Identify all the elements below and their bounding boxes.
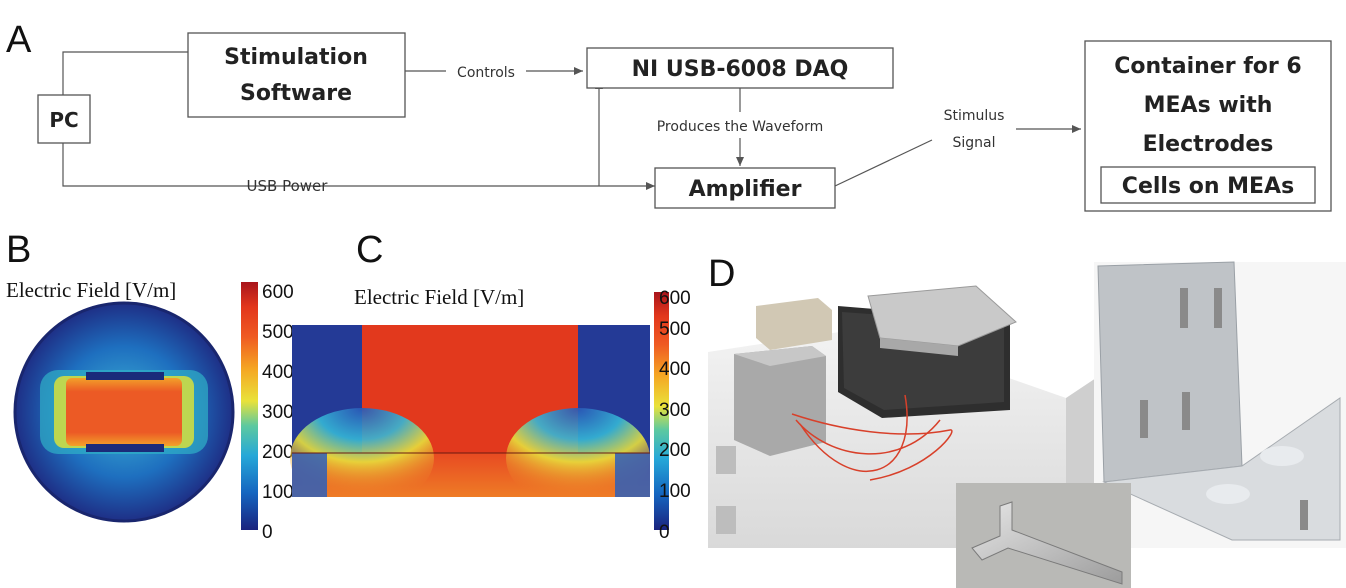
pc-box bbox=[37, 94, 91, 144]
controls-label: Controls bbox=[457, 65, 515, 81]
amp-stimulus-line bbox=[834, 139, 933, 187]
software-label-line1: Stimulation bbox=[224, 45, 368, 70]
pc-label: PC bbox=[49, 108, 78, 132]
stimulus-label-line2: Signal bbox=[952, 135, 995, 151]
container-label-line3: Electrodes bbox=[1143, 132, 1274, 157]
software-label-line2: Software bbox=[240, 81, 352, 106]
usb-power-label: USB Power bbox=[247, 177, 329, 195]
panel-b-tick: 200 bbox=[262, 442, 294, 463]
panel-a-label: A bbox=[6, 19, 32, 61]
cells-on-meas-box bbox=[1100, 166, 1316, 204]
panel-c-label: C bbox=[356, 229, 383, 271]
daq-box bbox=[586, 47, 894, 89]
panel-b-tick: 400 bbox=[262, 362, 294, 383]
panel-c-field-simulation bbox=[290, 325, 650, 508]
panel-b-tick: 600 bbox=[262, 282, 294, 303]
panel-c-tick: 100 bbox=[659, 481, 691, 502]
panel-b-tick: 0 bbox=[262, 522, 273, 543]
container-label-line1: Container for 6 bbox=[1114, 54, 1301, 79]
cells-on-meas-label: Cells on MEAs bbox=[1122, 174, 1294, 199]
panel-d-photo-right bbox=[1094, 261, 1346, 548]
panel-c-tick: 0 bbox=[659, 522, 670, 543]
panel-b-field-simulation bbox=[13, 301, 235, 523]
panel-c-colorbar-ticks: 600 500 400 300 200 100 0 bbox=[659, 288, 691, 543]
stimulus-label-line1: Stimulus bbox=[944, 108, 1005, 124]
stimulation-software-box bbox=[187, 32, 406, 118]
panel-c-tick: 200 bbox=[659, 440, 691, 461]
panel-c-tick: 400 bbox=[659, 359, 691, 380]
pc-to-software-line bbox=[62, 51, 188, 95]
usb-power-line bbox=[62, 143, 655, 190]
panel-b-colorbar bbox=[241, 282, 258, 530]
panel-d-label: D bbox=[708, 253, 735, 295]
amplifier-box bbox=[654, 167, 836, 209]
panel-c-title: Electric Field [V/m] bbox=[354, 285, 524, 309]
panel-c-tick: 300 bbox=[659, 400, 691, 421]
container-label-line2: MEAs with bbox=[1144, 93, 1273, 118]
panel-d-electrode-inset bbox=[956, 483, 1131, 588]
panel-c-tick: 500 bbox=[659, 319, 691, 340]
panel-b-tick: 300 bbox=[262, 402, 294, 423]
panel-b-colorbar-ticks: 600 500 400 300 200 100 0 bbox=[262, 282, 294, 543]
panel-b-tick: 100 bbox=[262, 482, 294, 503]
panel-b-title: Electric Field [V/m] bbox=[6, 278, 176, 302]
panel-c-tick: 600 bbox=[659, 288, 691, 309]
panel-c-colorbar bbox=[654, 292, 669, 530]
panel-b-tick: 500 bbox=[262, 322, 294, 343]
panel-b-label: B bbox=[6, 229, 31, 271]
daq-label: NI USB-6008 DAQ bbox=[632, 57, 849, 82]
waveform-label: Produces the Waveform bbox=[657, 119, 824, 135]
amplifier-label: Amplifier bbox=[689, 177, 802, 202]
